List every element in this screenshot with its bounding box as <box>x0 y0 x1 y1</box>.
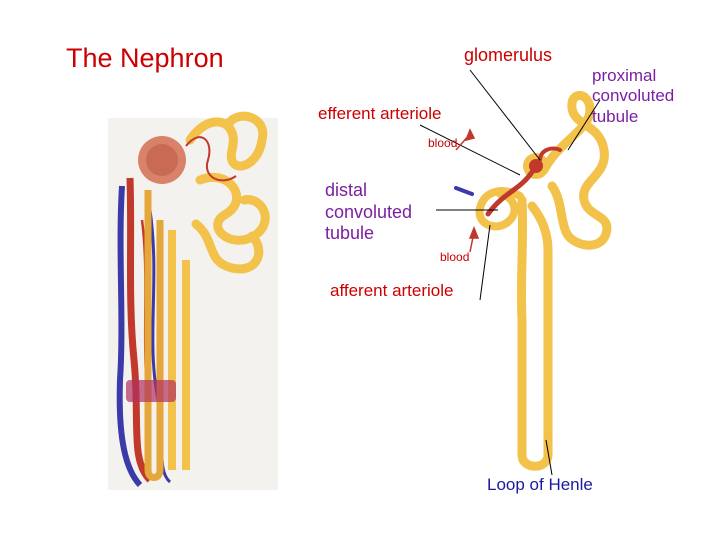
vein-vessel <box>116 185 143 488</box>
glomerulus-core <box>146 144 178 176</box>
nephron-illustration-right <box>454 91 612 471</box>
afferent-arteriole-vessel <box>485 169 535 217</box>
blood-arrow-top-head <box>464 128 476 142</box>
label-proximal-convoluted-tubule: proximal convoluted tubule <box>592 66 675 126</box>
label-efferent-arteriole: efferent arteriole <box>318 104 442 123</box>
label-blood-bottom: blood <box>440 250 470 264</box>
loop-pointer <box>545 439 553 476</box>
vasa-recta-band <box>126 380 176 402</box>
efferent-arteriole-vessel <box>538 146 562 162</box>
convoluted-tubule-coils <box>185 111 270 274</box>
vein-stub <box>454 186 474 196</box>
glomerulus-capillaries <box>529 159 543 173</box>
label-loop-of-henle: Loop of Henle <box>487 475 593 494</box>
nephron-illustration-left <box>108 111 278 490</box>
glomerulus-pointer <box>469 69 541 161</box>
distal-tubule-right <box>475 187 524 231</box>
label-blood-top: blood <box>428 136 458 150</box>
label-afferent-arteriole: afferent arteriole <box>330 281 454 300</box>
artery-vessel <box>126 177 153 483</box>
loop-of-henle-tubule <box>516 195 553 471</box>
proximal-pointer <box>567 99 601 151</box>
afferent-pointer <box>479 224 491 301</box>
collecting-duct <box>144 190 164 481</box>
diagram-title: The Nephron <box>66 43 224 73</box>
peritubular-capillary <box>185 136 237 182</box>
label-glomerulus: glomerulus <box>464 45 553 65</box>
blood-arrow-bottom-head <box>468 225 480 239</box>
efferent-pointer <box>419 124 521 176</box>
pointer-lines <box>419 69 601 476</box>
blood-arrows <box>455 128 480 253</box>
label-distal-convoluted-tubule: distal convoluted tubule <box>325 180 413 244</box>
proximal-tubule-right <box>539 91 612 250</box>
